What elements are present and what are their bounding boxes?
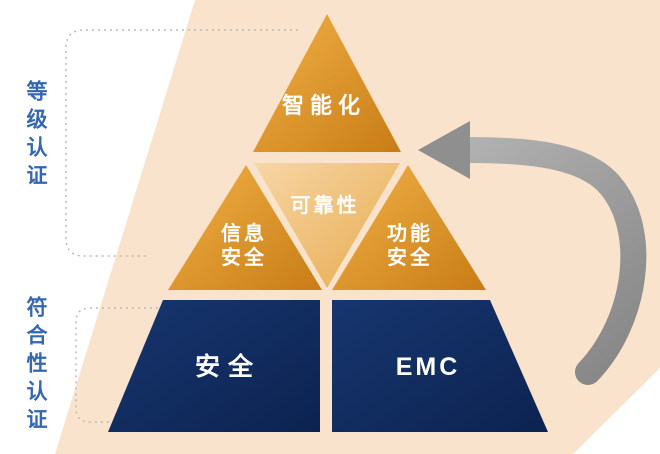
trapezoid-safety [108,300,320,432]
compliance-cert-dotted-bracket [75,307,158,423]
triangle-intelligence [253,14,401,152]
triangle-functional-safety-label-line1: 功能 [387,221,433,245]
trapezoid-emc [332,300,548,432]
triangle-functional-safety-label-line2: 安全 [387,245,433,269]
triangle-information-security-label-line1: 信息 [221,221,267,245]
level-certification-label: 等级认证 [24,80,47,192]
curved-arrow-icon [418,121,647,385]
triangle-information-security-label-line2: 安全 [221,245,267,269]
triangle-reliability-label: 可靠性 [291,194,360,217]
triangle-functional-safety [332,165,486,290]
triangle-information-security [168,165,322,290]
trapezoid-emc-label: EMC [396,353,461,381]
triangle-intelligence-label: 智能化 [282,93,366,118]
compliance-certification-label: 符合性认证 [24,296,47,436]
triangle-reliability [254,163,400,288]
trapezoid-safety-label: 安全 [195,352,261,381]
